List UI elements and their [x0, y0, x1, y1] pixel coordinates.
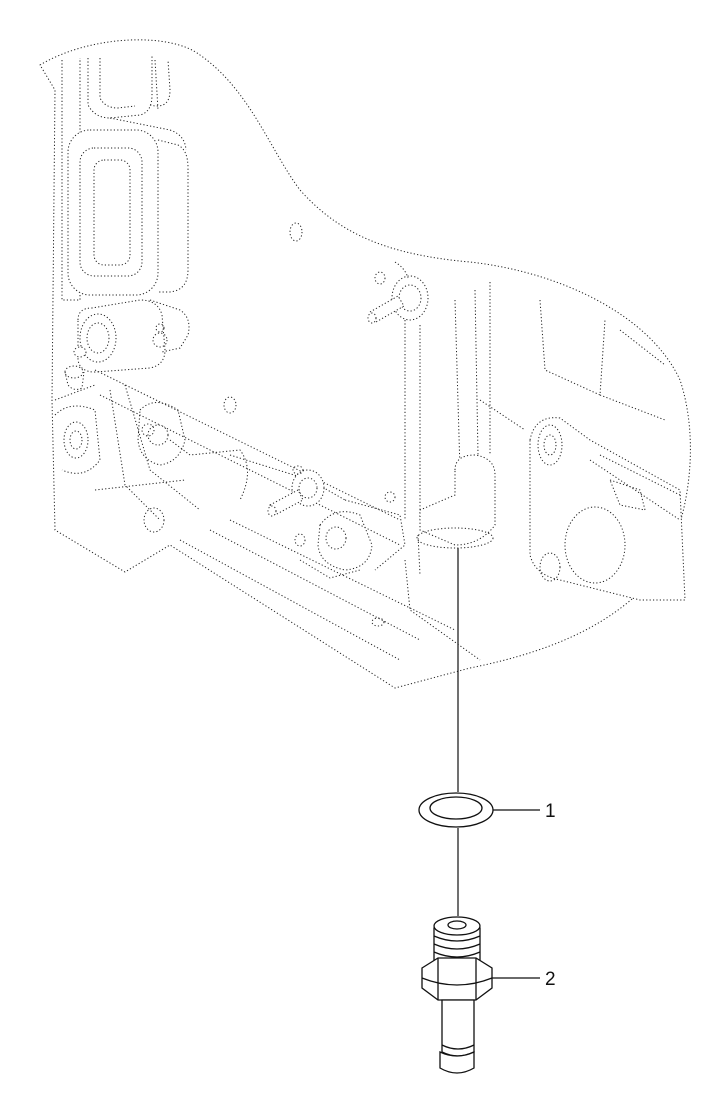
callout-2-label: 2 [545, 969, 556, 990]
callout-1: 1 [493, 801, 556, 822]
hose-fitting-part [421, 916, 493, 1074]
engine-block-housing [39, 39, 691, 689]
callout-1-label: 1 [545, 801, 556, 822]
callout-2: 2 [492, 969, 556, 990]
sealing-ring-part [418, 792, 494, 828]
